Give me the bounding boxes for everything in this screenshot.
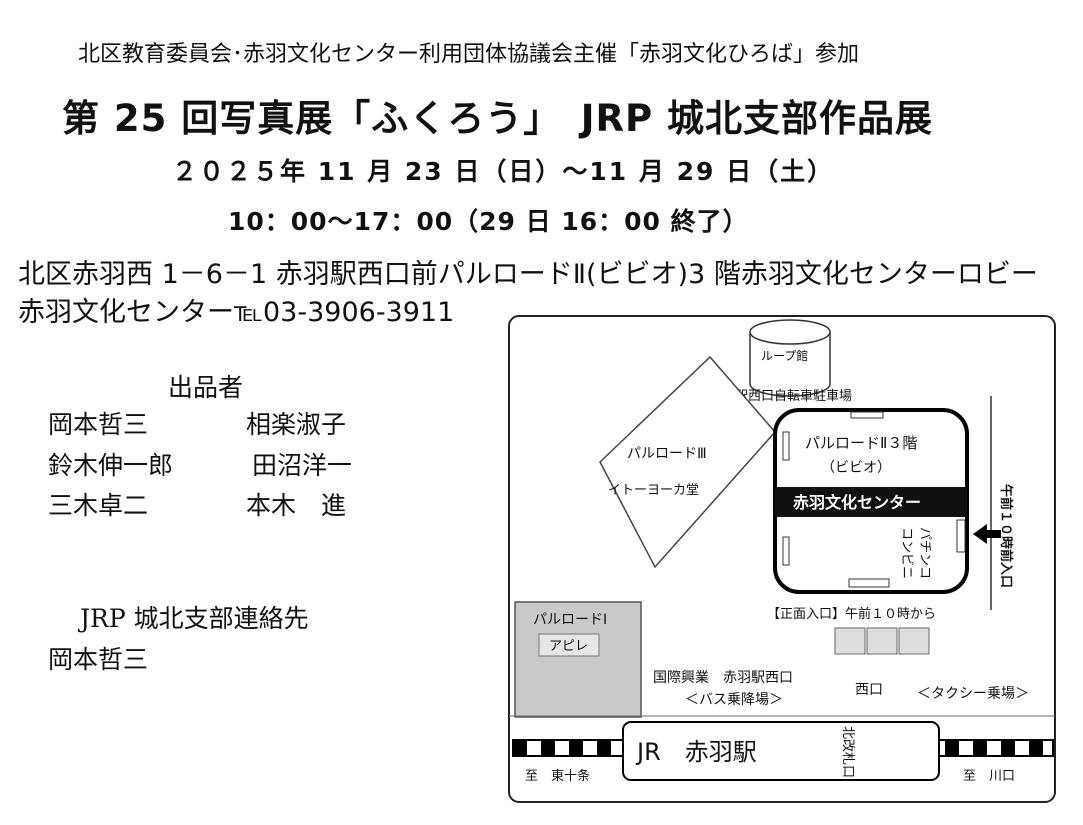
taxi-stand-label: ＜タクシー乗場＞ [917,686,1029,702]
exhibitors-heading: 出品者 [168,373,244,402]
jr-station-building [622,721,940,781]
jr-station-label: JR 赤羽駅 [635,738,757,766]
access-map: ループ館 赤羽駅西口自転車駐車場 パルロードⅢ イトーヨーカ堂 パルロードⅡ３階… [505,312,1060,807]
map-frame [508,315,1056,803]
exhibitor-name: 田沼洋一 [252,451,353,480]
crosswalk-blocks [834,627,930,655]
contact-heading: JRP 城北支部連絡先 [80,604,309,633]
exhibitor-name: 三木卓二 [48,491,149,520]
west-exit-label: 西口 [855,682,883,698]
exhibitor-name: 本木 進 [246,491,347,520]
north-gate-label: 北改札口 [840,726,855,778]
itoyokado-label: イトーヨーカ堂 [608,483,699,498]
to-higashijujo-label: 至 東十条 [525,768,590,784]
rear-door [850,411,884,419]
contact-name: 岡本哲三 [48,645,149,674]
event-hours: 10：00～17：00（29 日 16：00 終了） [228,207,749,236]
venue-phone: 赤羽文化センター℡03-3906-3911 [18,297,455,328]
front-entrance-door [848,578,890,588]
page-title: 第 25 回写真展「ふくろう」 JRP 城北支部作品展 [62,97,934,140]
parlor1-label: パルロードⅠ [533,612,607,628]
venue-address: 北区赤羽西 1－6－1 赤羽駅西口前パルロードⅡ(ビビオ)3 階赤羽文化センター… [18,259,1038,290]
side-door [782,536,790,566]
culture-center-label: 赤羽文化センター [793,493,921,512]
to-kawaguchi-label: 至 川口 [963,769,1015,784]
side-entrance-arrow-icon [973,524,1001,544]
side-door [782,431,790,461]
organizer-line: 北区教育委員会･赤羽文化センター利用団体協議会主催「赤羽文化ひろば」参加 [78,42,860,67]
exhibitor-name: 鈴木伸一郎 [48,451,174,480]
parlor2-floor-label: パルロードⅡ３階 [805,434,917,452]
culture-center-band [775,487,967,517]
apire-sign [538,633,600,657]
kokusai-bus-label: 国際興業 赤羽駅西口 [653,670,793,686]
parlor1-building [514,601,642,718]
side-entrance-door [956,519,966,553]
event-dates: ２０２５年 11 月 23 日（日）～11 月 29 日（土） [172,157,835,186]
bivio-label: （ビビオ） [821,460,891,476]
parlor3-label: パルロードⅢ [627,446,707,462]
exhibitor-name: 岡本哲三 [48,410,149,439]
bus-stop-label: ＜バス乗降場＞ [685,692,783,708]
loop-hall-building [749,319,831,397]
exhibitor-name: 相楽淑子 [246,410,347,439]
pachinko-label: パチンコ [917,527,932,579]
loop-hall-label: ループ館 [761,348,808,363]
convenience-label: コンビニ [899,527,914,579]
side-entrance-label: 午前１０時前入口 [998,484,1014,588]
access-map-drawing: ループ館 赤羽駅西口自転車駐車場 パルロードⅢ イトーヨーカ堂 パルロードⅡ３階… [508,315,1056,803]
apire-label: アピレ [549,639,588,654]
front-entrance-label: 【正面入口】午前１０時から [767,606,936,622]
railway-track [512,739,1054,757]
